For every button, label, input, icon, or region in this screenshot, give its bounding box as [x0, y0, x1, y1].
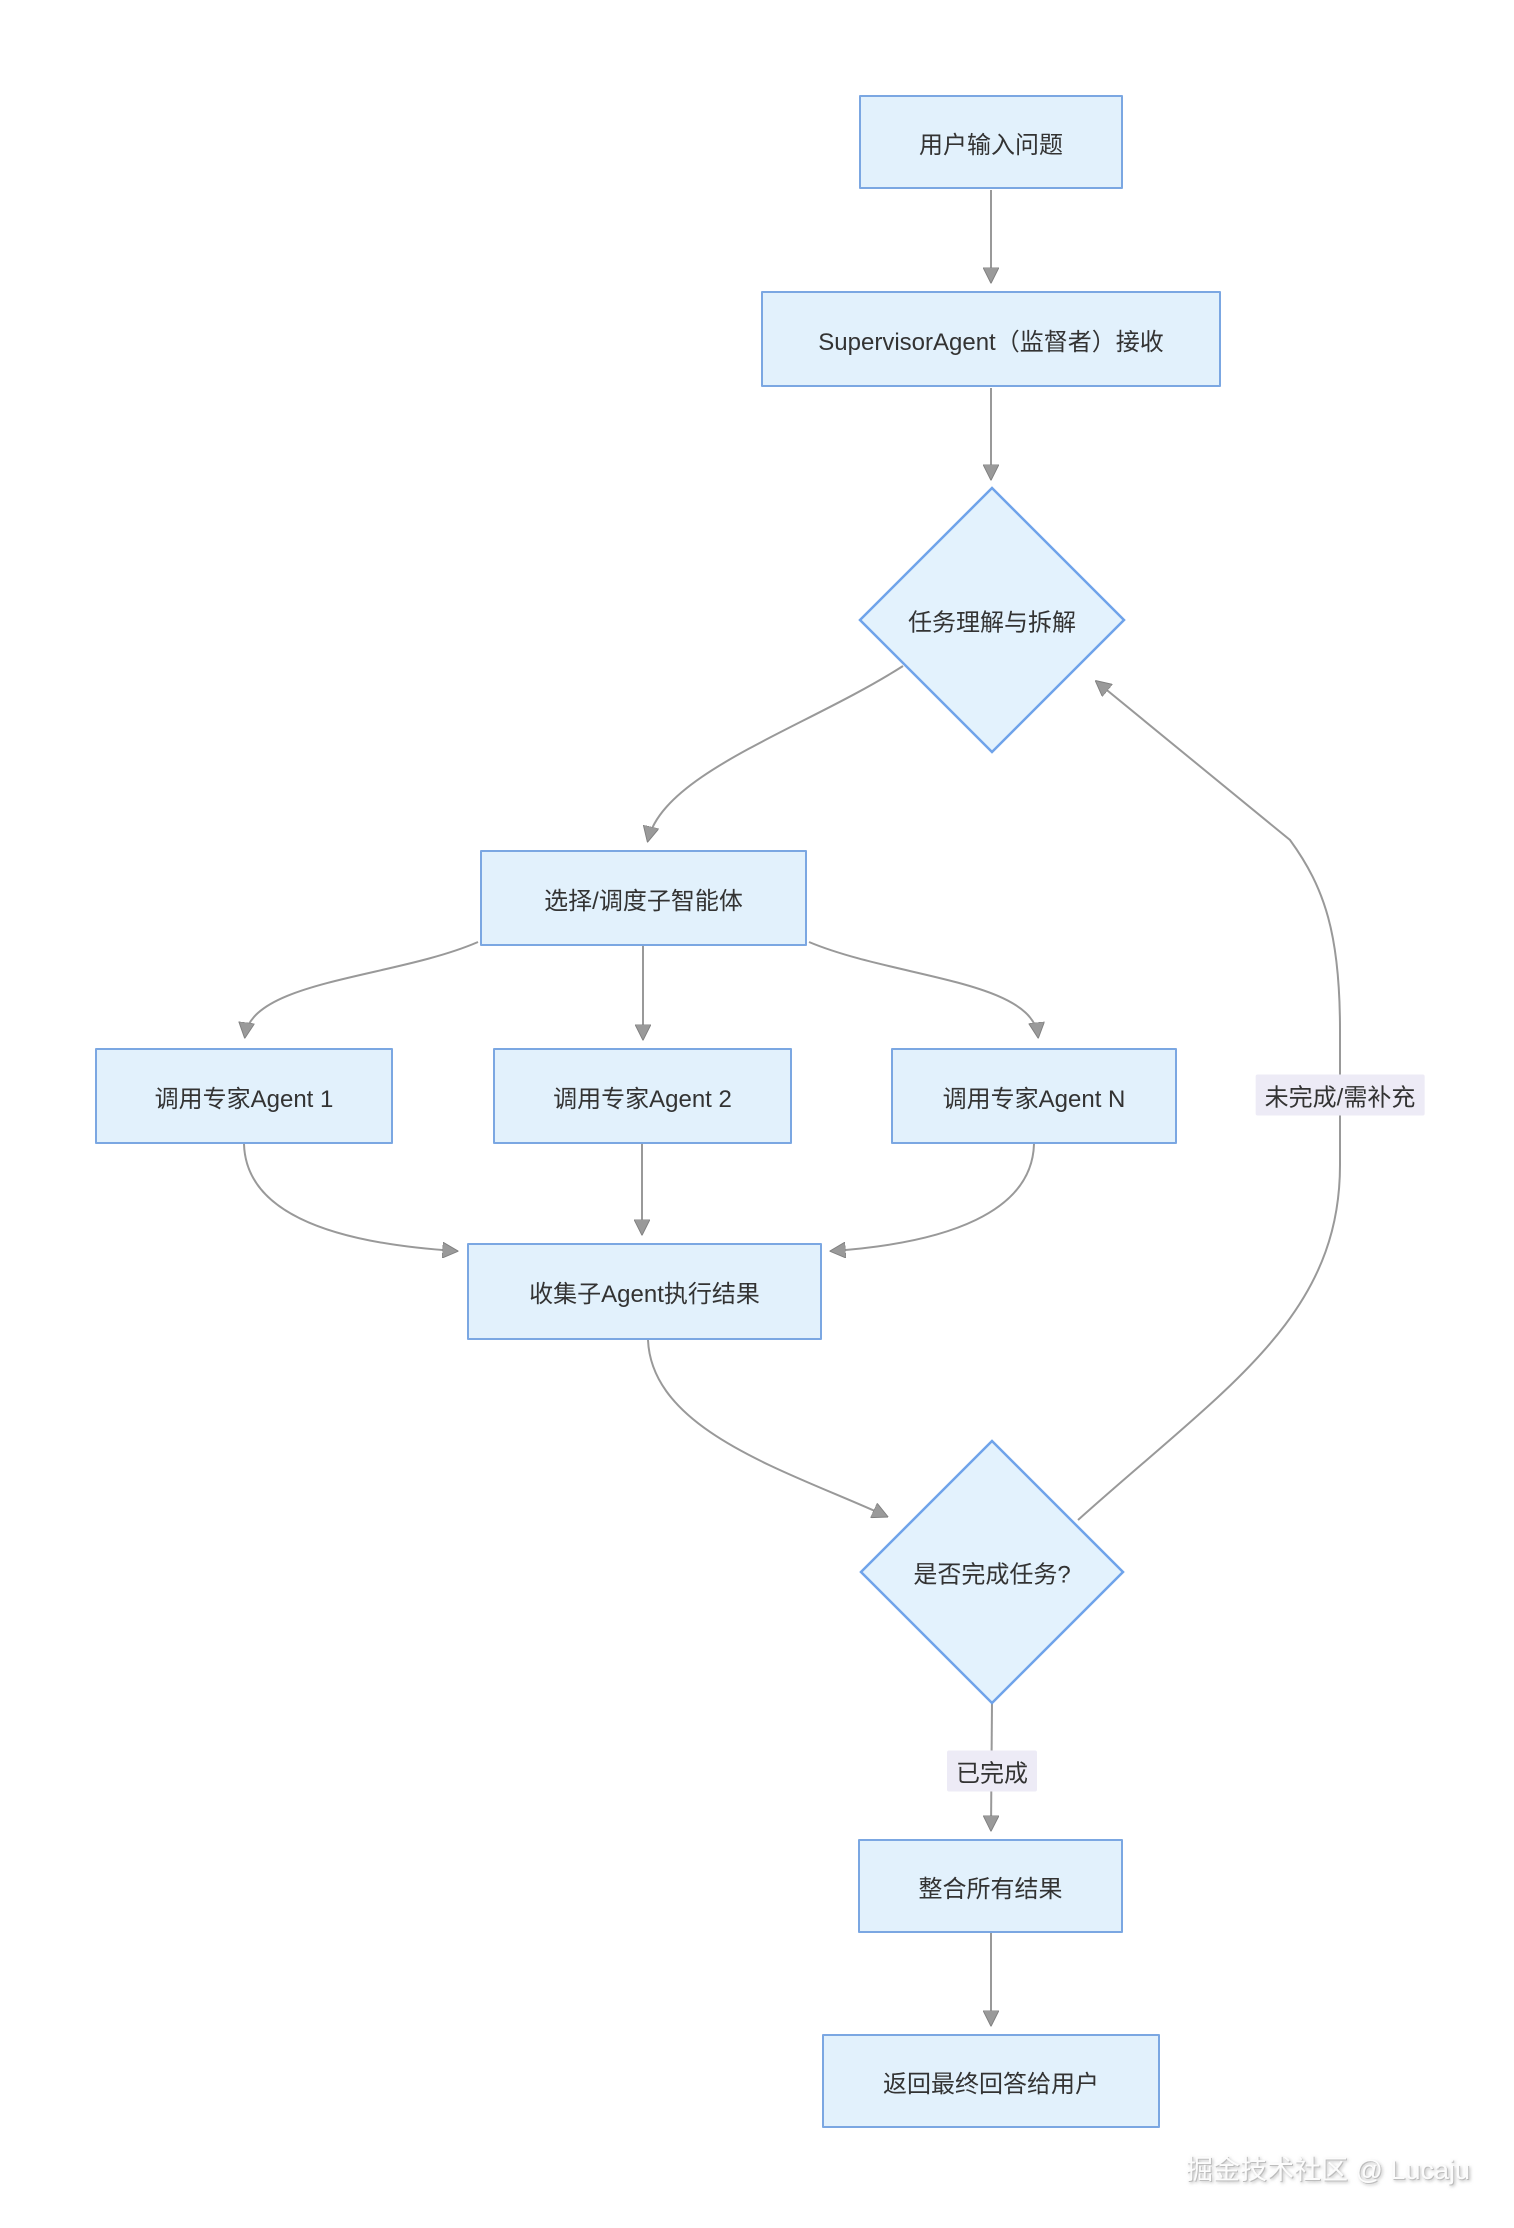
node-task-done-check-label: 是否完成任务?: [913, 1561, 1071, 1589]
edge-label-not-done: 未完成/需补充: [1255, 1074, 1425, 1116]
edge-agentN-to-collect: [832, 1143, 1035, 1251]
node-task-done-check-shape: [859, 1439, 1125, 1705]
edge-check-loop-to-decompose: [1077, 682, 1341, 1521]
node-agent1: 调用专家Agent 1: [95, 1048, 393, 1144]
edge-collect-to-check: [647, 1339, 886, 1516]
node-return-answer: 返回最终回答给用户: [822, 2034, 1160, 2128]
edge-decompose-to-dispatch: [648, 665, 904, 840]
node-aggregate: 整合所有结果: [858, 1839, 1123, 1933]
edge-dispatch-to-agentN: [808, 941, 1038, 1036]
watermark: 掘金技术社区 @ Lucaju: [1186, 2155, 1470, 2185]
edge-agent1-to-collect: [243, 1143, 456, 1251]
node-task-decompose-shape: [858, 486, 1126, 754]
node-agent2: 调用专家Agent 2: [493, 1048, 792, 1144]
node-supervisor: SupervisorAgent（监督者）接收: [761, 291, 1221, 387]
node-collect: 收集子Agent执行结果: [467, 1243, 822, 1340]
edge-label-done: 已完成: [947, 1750, 1037, 1792]
node-agentN: 调用专家Agent N: [891, 1048, 1177, 1144]
node-task-decompose-label: 任务理解与拆解: [908, 609, 1076, 637]
node-user-input: 用户输入问题: [859, 95, 1123, 189]
node-dispatch: 选择/调度子智能体: [480, 850, 807, 946]
edge-dispatch-to-agent1: [245, 941, 479, 1036]
